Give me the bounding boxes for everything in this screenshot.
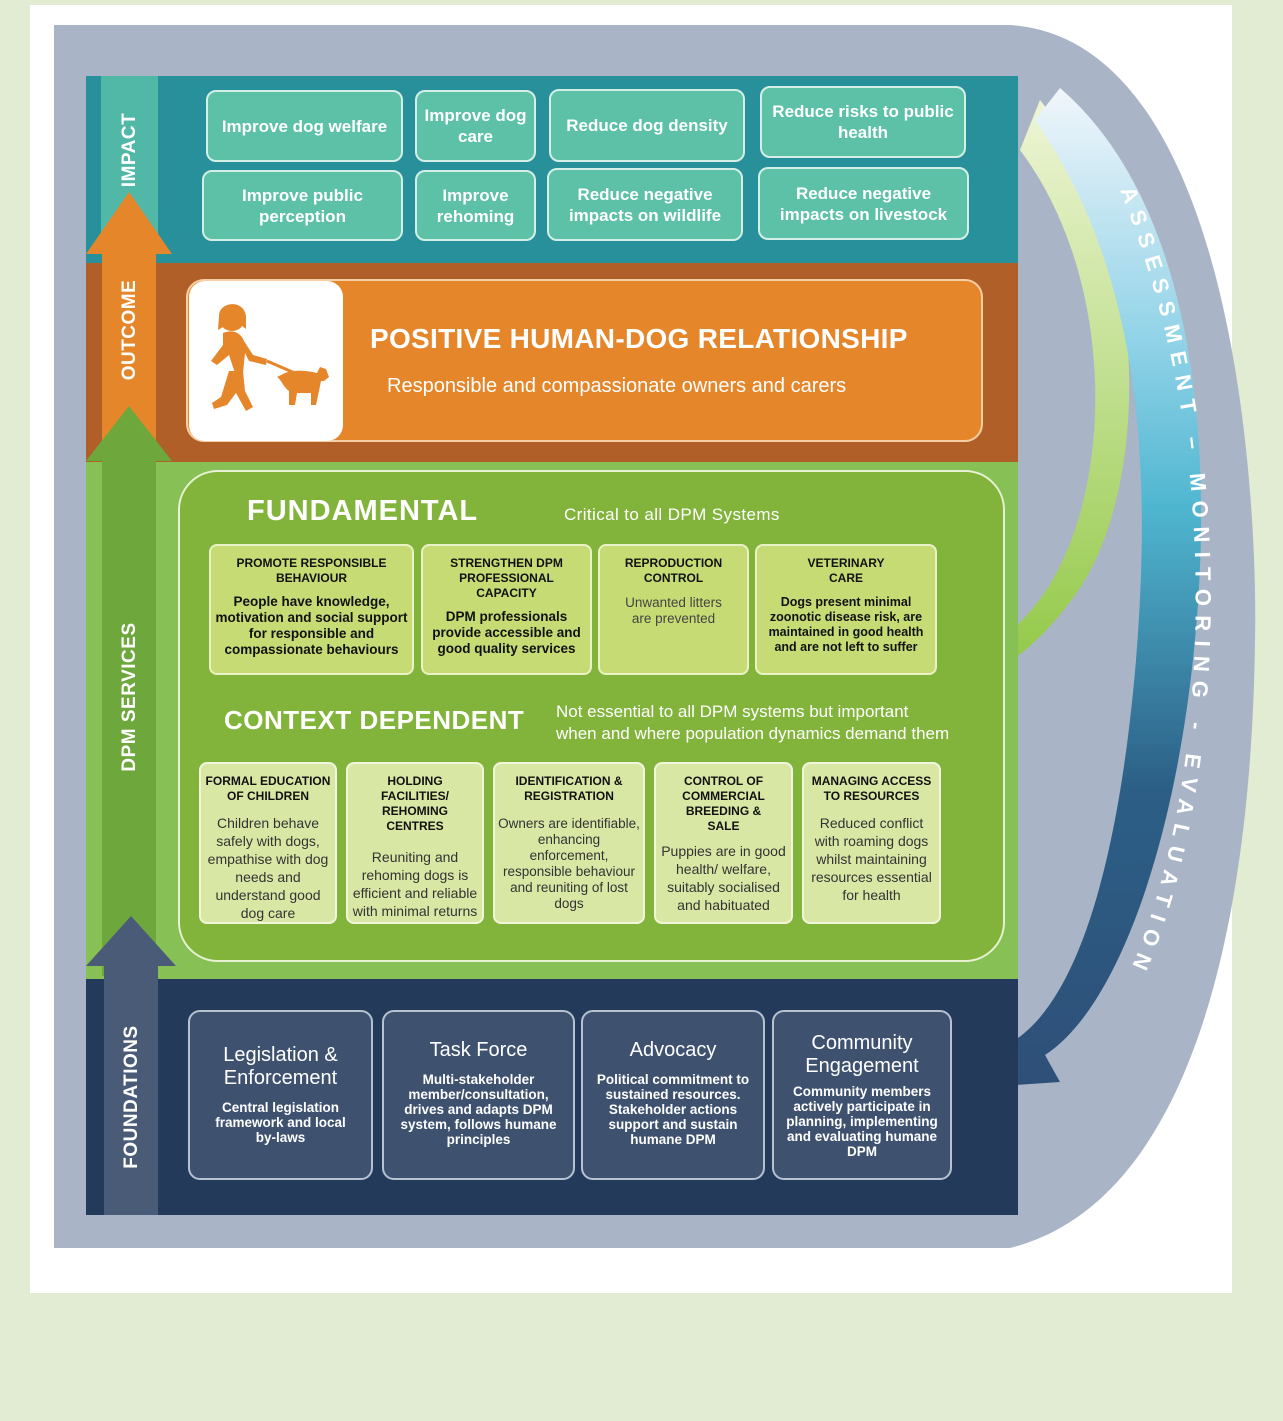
fundamental-item-head: PROMOTE RESPONSIBLE BEHAVIOUR bbox=[236, 556, 387, 585]
fundamental-item-head: STRENGTHEN DPM PROFESSIONAL CAPACITY bbox=[450, 556, 563, 600]
person-walking-dog-icon bbox=[211, 304, 329, 411]
blue-curved-arrow bbox=[972, 88, 1202, 1088]
fundamental-item-desc: Unwanted litters are prevented bbox=[625, 595, 722, 626]
context-item-desc: Children behave safely with dogs, empath… bbox=[207, 815, 329, 921]
fundamental-item: VETERINARY CARE Dogs present minimal zoo… bbox=[755, 544, 937, 675]
context-item: MANAGING ACCESS TO RESOURCES Reduced con… bbox=[802, 762, 941, 924]
vertical-arrows bbox=[86, 76, 176, 1215]
context-item-head: HOLDING FACILITIES/ REHOMING CENTRES bbox=[380, 774, 449, 833]
foundation-desc: Multi-stakeholder member/consultation, d… bbox=[400, 1072, 557, 1147]
context-item-head: IDENTIFICATION & REGISTRATION bbox=[515, 774, 623, 803]
context-item-head: FORMAL EDUCATION OF CHILDREN bbox=[205, 774, 331, 803]
foundation-title: Legislation & Enforcement bbox=[223, 1044, 338, 1089]
context-subtitle: Not essential to all DPM systems but imp… bbox=[556, 702, 950, 743]
fundamental-item-desc: DPM professionals provide accessible and… bbox=[432, 609, 581, 656]
fundamental-item-head: REPRODUCTION CONTROL bbox=[624, 556, 723, 585]
fundamental-item: PROMOTE RESPONSIBLE BEHAVIOUR People hav… bbox=[209, 544, 414, 675]
green-curved-arrow bbox=[922, 100, 1130, 703]
fundamental-item-desc: Dogs present minimal zoonotic disease ri… bbox=[768, 595, 924, 654]
impact-item: Improve dog care bbox=[415, 90, 536, 162]
fundamental-item: STRENGTHEN DPM PROFESSIONAL CAPACITY DPM… bbox=[421, 544, 592, 675]
impact-item: Reduce negative impacts on wildlife bbox=[547, 168, 743, 241]
foundation-desc: Community members actively participate i… bbox=[786, 1084, 938, 1159]
impact-label: IMPACT bbox=[119, 112, 140, 188]
foundation-title: Advocacy bbox=[629, 1039, 717, 1061]
outcome-label: OUTCOME bbox=[119, 279, 140, 381]
foundation-title: Community Engagement bbox=[805, 1032, 919, 1077]
navy-arrow bbox=[86, 916, 176, 1215]
outcome-icon-box bbox=[189, 281, 343, 441]
fundamental-item: REPRODUCTION CONTROL Unwanted litters ar… bbox=[598, 544, 749, 675]
fundamental-item-desc: People have knowledge, motivation and so… bbox=[215, 594, 408, 657]
impact-item: Reduce dog density bbox=[549, 89, 745, 162]
context-item: IDENTIFICATION & REGISTRATION Owners are… bbox=[493, 762, 645, 924]
fundamental-title: FUNDAMENTAL bbox=[247, 495, 479, 527]
green-arrow bbox=[86, 406, 172, 976]
foundation-desc: Political commitment to sustained resour… bbox=[596, 1072, 750, 1147]
context-item-head: CONTROL OF COMMERCIAL BREEDING & SALE bbox=[682, 774, 765, 833]
foundation-desc: Central legislation framework and local … bbox=[215, 1100, 346, 1145]
fundamental-subtitle: Critical to all DPM Systems bbox=[564, 505, 780, 524]
context-item-head: MANAGING ACCESS TO RESOURCES bbox=[811, 774, 932, 803]
context-item: FORMAL EDUCATION OF CHILDREN Children be… bbox=[199, 762, 337, 924]
outcome-title: POSITIVE HUMAN-DOG RELATIONSHIP bbox=[370, 323, 908, 354]
context-title: CONTEXT DEPENDENT bbox=[224, 705, 525, 735]
foundation-item: Task Force Multi-stakeholder member/cons… bbox=[382, 1010, 575, 1180]
impact-item: Improve dog welfare bbox=[206, 90, 403, 162]
context-item: HOLDING FACILITIES/ REHOMING CENTRES Reu… bbox=[346, 762, 484, 924]
foundation-title: Task Force bbox=[429, 1039, 528, 1061]
context-item-desc: Reduced conflict with roaming dogs whils… bbox=[811, 815, 932, 903]
orange-arrow bbox=[86, 192, 172, 486]
fundamental-item-head: VETERINARY CARE bbox=[807, 556, 885, 585]
outcome-subtitle: Responsible and compassionate owners and… bbox=[387, 375, 847, 397]
foundations-label: FOUNDATIONS bbox=[121, 1025, 142, 1169]
context-item: CONTROL OF COMMERCIAL BREEDING & SALE Pu… bbox=[654, 762, 793, 924]
services-label: DPM SERVICES bbox=[119, 622, 140, 772]
context-item-desc: Owners are identifiable, enhancing enfor… bbox=[498, 816, 640, 911]
foundation-item: Legislation & Enforcement Central legisl… bbox=[188, 1010, 373, 1180]
impact-item: Reduce risks to public health bbox=[760, 86, 966, 158]
foundation-item: Advocacy Political commitment to sustain… bbox=[581, 1010, 765, 1180]
context-item-desc: Puppies are in good health/ welfare, sui… bbox=[661, 843, 786, 913]
impact-item: Improve rehoming bbox=[415, 170, 536, 241]
impact-item: Improve public perception bbox=[202, 170, 403, 241]
foundation-item: Community Engagement Community members a… bbox=[772, 1010, 952, 1180]
context-item-desc: Reuniting and rehoming dogs is efficient… bbox=[352, 849, 478, 919]
impact-item: Reduce negative impacts on livestock bbox=[758, 167, 969, 240]
